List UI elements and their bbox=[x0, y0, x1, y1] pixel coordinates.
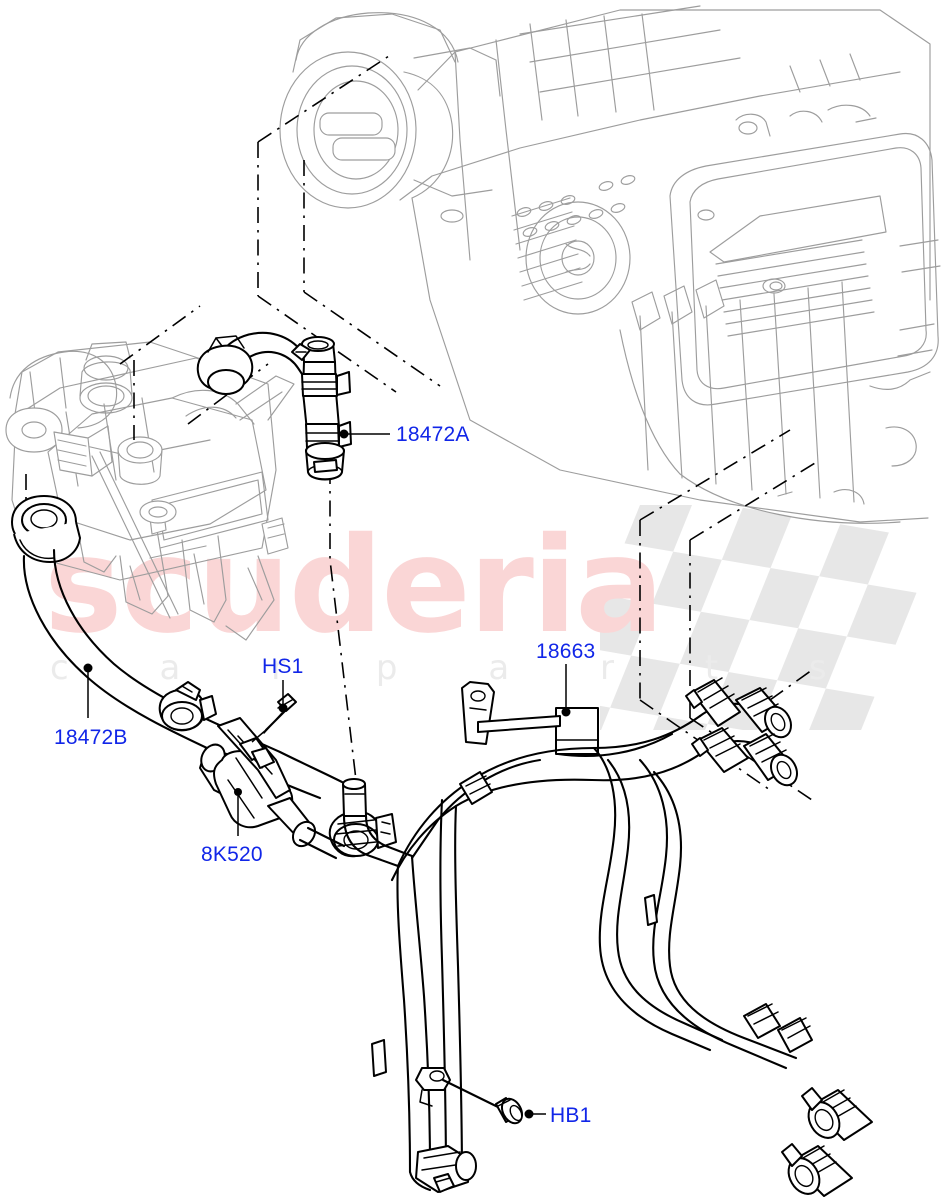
hose-end-connectors-lower-right bbox=[781, 1087, 873, 1197]
part-18472a-heater-hose bbox=[196, 331, 352, 481]
callout-label-18472b: 18472B bbox=[54, 726, 128, 749]
callout-label-hb1: HB1 bbox=[550, 1104, 592, 1127]
callout-label-hs1: HS1 bbox=[262, 655, 304, 678]
part-hs1-screw bbox=[251, 693, 297, 743]
heater-core-module-ghost-left bbox=[5, 341, 295, 641]
callout-leaders bbox=[83, 429, 571, 1119]
part-hb1-bolt bbox=[441, 1078, 524, 1125]
hose-end-connectors-upper-right bbox=[685, 677, 798, 787]
hvac-module-ghost-top bbox=[279, 5, 941, 524]
part-8k520-coolant-control-valve bbox=[199, 717, 346, 860]
part-18472b-heater-hose bbox=[11, 495, 397, 858]
callout-label-8k520: 8K520 bbox=[201, 843, 263, 866]
callout-label-18663: 18663 bbox=[536, 640, 596, 663]
part-18663-hose-bracket-assembly bbox=[342, 677, 873, 1197]
callout-label-18472a: 18472A bbox=[396, 423, 470, 446]
